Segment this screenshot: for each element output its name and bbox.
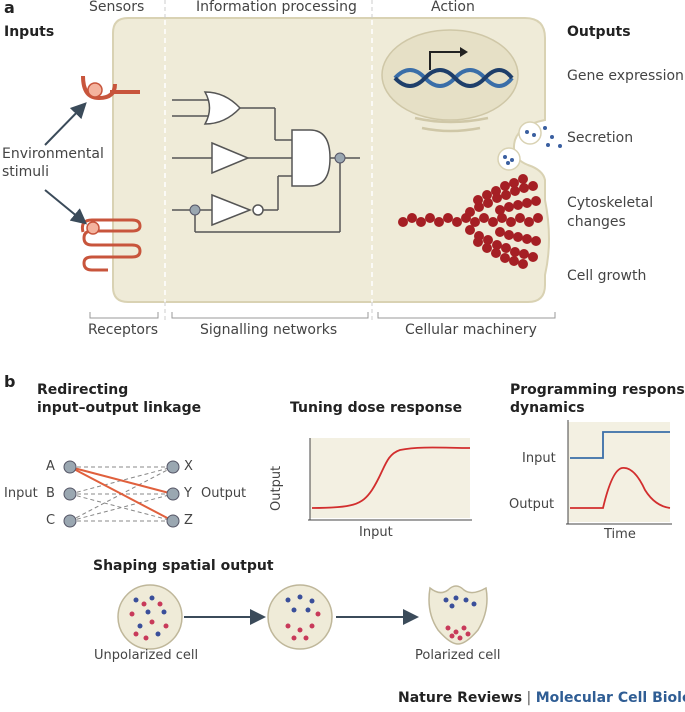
- label-sensors: Sensors: [89, 0, 145, 15]
- arrow-to-receptor-top: [44, 102, 87, 146]
- dynamics-xlabel: Time: [604, 527, 636, 542]
- not-gate-icon: [211, 193, 253, 227]
- node-label-z: Z: [184, 513, 193, 528]
- output-secretion: Secretion: [567, 130, 634, 146]
- receptor-top-icon: [81, 75, 140, 101]
- output-gene-expression: Gene expression: [567, 68, 684, 84]
- dose-response-plot: [308, 438, 472, 521]
- intermediate-cell-icon: [267, 584, 333, 650]
- label-cellular-machinery: Cellular machinery: [405, 322, 537, 338]
- buffer-gate-icon: [211, 141, 250, 175]
- label-receptors: Receptors: [88, 322, 159, 338]
- output-changes: changes: [567, 214, 626, 230]
- tuning-ylabel: Output: [269, 465, 284, 511]
- node-label-b: B: [46, 486, 55, 501]
- output-cell-growth: Cell growth: [567, 268, 647, 284]
- logic-circuit: [172, 91, 360, 233]
- bracket-machinery: [377, 312, 556, 319]
- unpolarized-cell-icon: [117, 584, 183, 650]
- tuning-xlabel: Input: [359, 525, 393, 540]
- and-gate-icon: [291, 129, 331, 187]
- or-gate-icon: [203, 91, 242, 125]
- node-label-y: Y: [184, 486, 192, 501]
- er-icon: [414, 116, 489, 133]
- unpolarized-label: Unpolarized cell: [94, 648, 199, 663]
- node-label-a: A: [46, 459, 55, 474]
- dynamics-title-line2: dynamics: [510, 400, 585, 416]
- label-action: Action: [431, 0, 475, 15]
- redirect-title-line1: Redirecting: [37, 382, 129, 398]
- nucleus-icon: [381, 29, 519, 121]
- spatial-title: Shaping spatial output: [93, 558, 274, 574]
- polarized-label: Polarized cell: [415, 648, 501, 663]
- polarized-cell-icon: [428, 585, 488, 645]
- journal-credit: Nature Reviews | Molecular Cell Biology: [398, 690, 685, 706]
- inputs-title: Inputs: [4, 24, 55, 40]
- node-b: [63, 487, 77, 501]
- stimuli-label-line1: Environmental: [2, 146, 104, 162]
- outputs-title: Outputs: [567, 24, 631, 40]
- dynamics-input-label: Input: [522, 451, 556, 466]
- panel-a-letter: a: [4, 0, 15, 17]
- io-network: [63, 460, 180, 528]
- stimuli-label-line2: stimuli: [2, 164, 49, 180]
- network-input-label: Input: [4, 486, 38, 501]
- output-cytoskeletal: Cytoskeletal: [567, 195, 654, 211]
- node-z: [166, 514, 180, 528]
- label-signalling-networks: Signalling networks: [200, 322, 338, 338]
- bracket-signalling: [171, 312, 369, 319]
- node-c: [63, 514, 77, 528]
- dynamics-title-line1: Programming response: [510, 382, 685, 398]
- node-x: [166, 460, 180, 474]
- node-label-x: X: [184, 459, 193, 474]
- journal-name-b: Molecular Cell Biology: [535, 690, 685, 706]
- vesicle-icon: [497, 121, 562, 171]
- dynamics-output-label: Output: [509, 497, 555, 512]
- arrow-to-receptor-bottom: [44, 189, 88, 225]
- node-icon: [189, 204, 201, 216]
- network-output-label: Output: [201, 486, 247, 501]
- receptor-bottom-icon: [80, 218, 142, 272]
- node-icon: [334, 152, 346, 164]
- journal-name-a: Nature Reviews: [398, 690, 523, 706]
- journal-separator: |: [526, 690, 532, 706]
- node-a: [63, 460, 77, 474]
- dynamics-plot: [566, 420, 672, 525]
- panel-b-letter: b: [4, 372, 16, 391]
- node-y: [166, 487, 180, 501]
- actin-filament-icon: [398, 174, 543, 269]
- label-information-processing: Information processing: [196, 0, 357, 15]
- redirect-title-line2: input–output linkage: [37, 400, 202, 416]
- node-label-c: C: [46, 513, 56, 528]
- bracket-receptors: [89, 312, 159, 319]
- tuning-title: Tuning dose response: [290, 400, 463, 416]
